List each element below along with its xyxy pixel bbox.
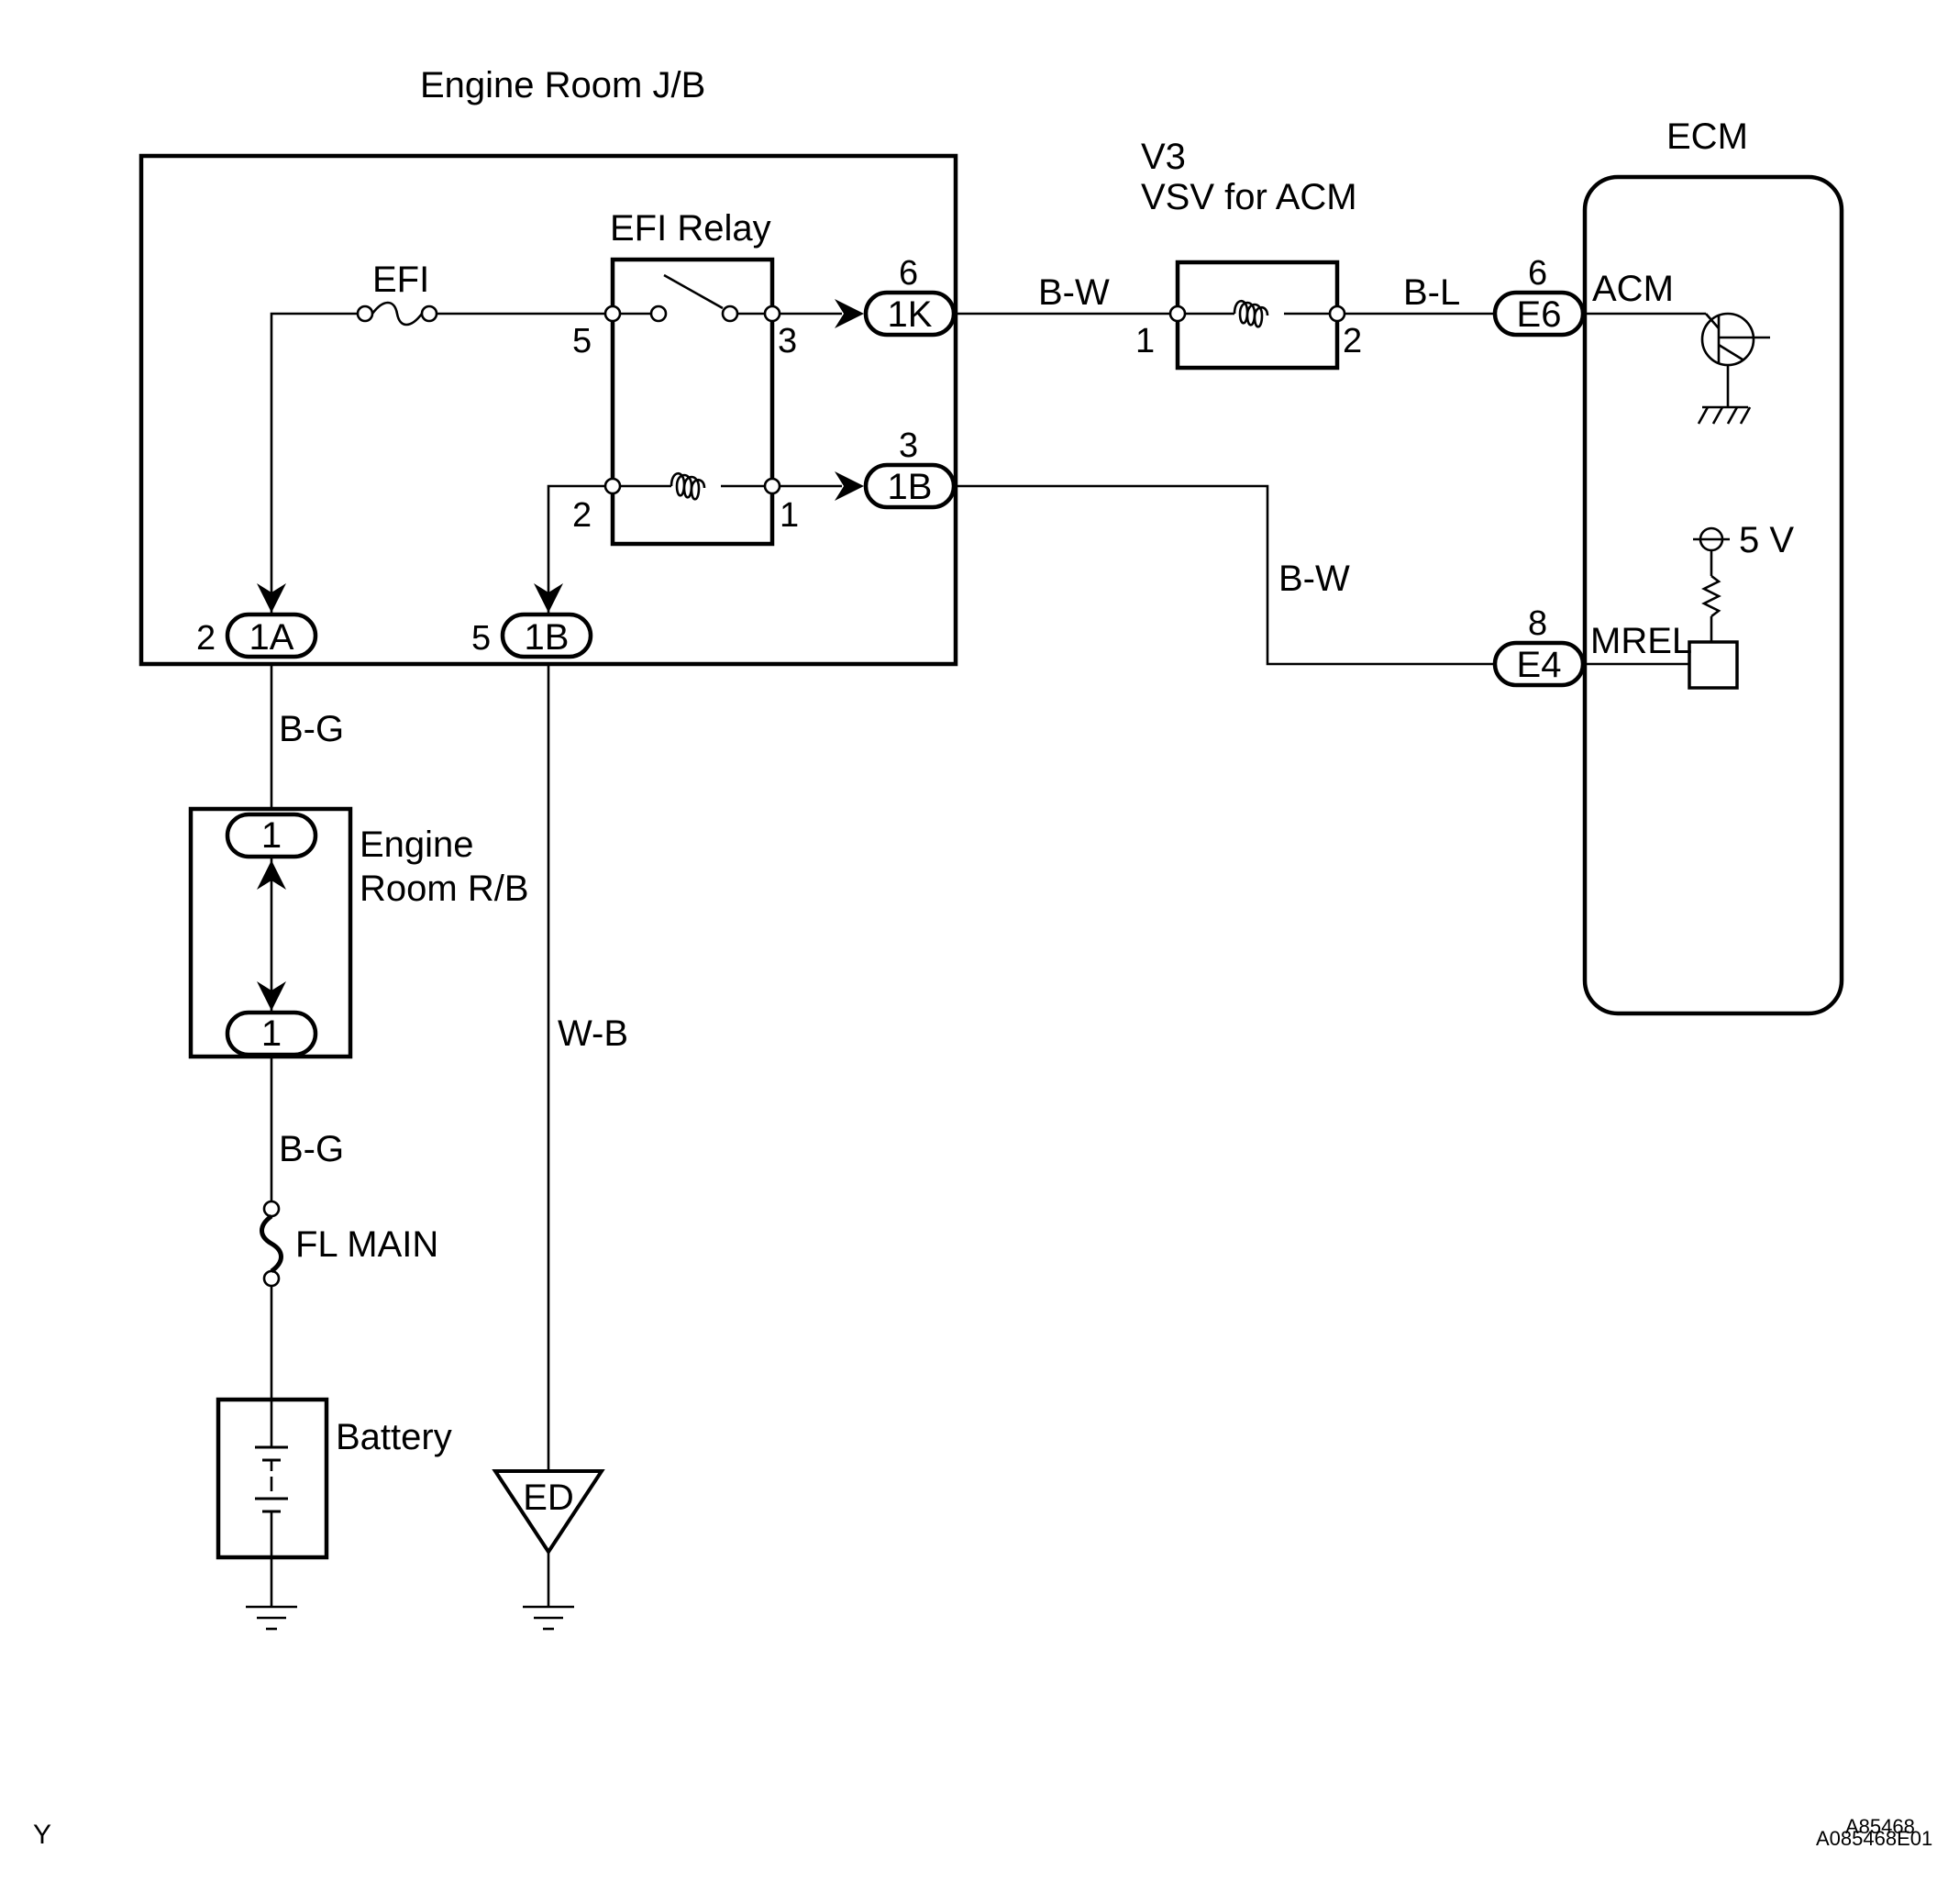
- vsv-box: [1175, 260, 1340, 371]
- fl-main-fusible-link: [253, 1200, 283, 1288]
- relay-pin-3: 3: [778, 322, 797, 360]
- connector-1b-right-pin: 3: [899, 426, 918, 465]
- efi-relay-box: [610, 257, 775, 547]
- svg-text:1: 1: [261, 815, 282, 856]
- corner-right-under: A85468: [1845, 1815, 1915, 1838]
- mrel-driver-box: [1688, 640, 1739, 690]
- vsv-coil-symbol: [1168, 299, 1346, 328]
- wire-label-bw-top: B-W: [1038, 272, 1110, 313]
- svg-text:1: 1: [261, 1013, 282, 1054]
- relay-switch-symbol: [603, 273, 781, 323]
- battery-ground-icon: [246, 1605, 297, 1631]
- connector-e6: E6: [1492, 290, 1586, 338]
- ed-ground-icon: [523, 1605, 574, 1631]
- wire-efi-fuse-line: [270, 312, 365, 629]
- connector-1b-right: 1B: [835, 462, 957, 510]
- connector-1k: 1K: [835, 290, 957, 338]
- ecm-voltage-label: 5 V: [1739, 520, 1794, 560]
- efi-relay-label: EFI Relay: [610, 208, 771, 249]
- battery-symbol: [255, 1400, 288, 1557]
- ecm-terminal-mrel: MREL: [1590, 621, 1692, 661]
- vsv-pin-2: 2: [1343, 322, 1362, 360]
- efi-fuse-symbol: [356, 301, 438, 327]
- relay-pin-5: 5: [572, 322, 592, 360]
- svg-text:1K: 1K: [888, 294, 933, 335]
- ecm-box: [1582, 174, 1844, 1016]
- connector-1k-pin: 6: [899, 254, 918, 293]
- relay-coil-symbol: [603, 471, 781, 501]
- ground-ed-label: ED: [523, 1478, 574, 1518]
- relay-pin-1: 1: [780, 496, 799, 535]
- connector-1a-pin: 2: [196, 619, 216, 658]
- engine-room-rb-label-1: Engine: [360, 825, 474, 865]
- battery-label: Battery: [336, 1417, 452, 1457]
- engine-room-rb-label-2: Room R/B: [360, 869, 529, 909]
- svg-text:E4: E4: [1517, 645, 1562, 685]
- vsv-name-label: VSV for ACM: [1141, 177, 1357, 217]
- ecm-ground-icon: [1697, 405, 1752, 425]
- connector-e4: E4: [1492, 640, 1586, 688]
- transistor-symbol: [1700, 312, 1770, 407]
- 5v-supply-symbol: [1693, 526, 1730, 642]
- wire-label-wb: W-B: [558, 1013, 628, 1054]
- rb-connector-top: 1: [225, 812, 318, 890]
- corner-right-code: A085468E01: [1816, 1827, 1932, 1850]
- rb-connector-bottom: 1: [225, 981, 318, 1057]
- connector-1b-bottom-pin: 5: [471, 619, 491, 658]
- ecm-label: ECM: [1666, 116, 1748, 157]
- svg-text:1A: 1A: [249, 617, 294, 658]
- fl-main-label: FL MAIN: [295, 1224, 438, 1265]
- wire-label-bw-right: B-W: [1278, 559, 1350, 599]
- wire-label-bg-upper: B-G: [279, 709, 344, 749]
- svg-text:1B: 1B: [888, 467, 933, 507]
- svg-text:E6: E6: [1517, 294, 1562, 335]
- svg-text:1B: 1B: [525, 617, 570, 658]
- relay-pin-2: 2: [572, 496, 592, 535]
- connector-1b-bottom: 1B: [500, 583, 593, 659]
- wire-label-bl: B-L: [1403, 272, 1460, 313]
- engine-room-jb-label: Engine Room J/B: [420, 65, 705, 105]
- ecm-terminal-acm: ACM: [1592, 269, 1674, 309]
- vsv-pin-1: 1: [1135, 322, 1155, 360]
- connector-e4-pin: 8: [1528, 604, 1547, 643]
- connector-e6-pin: 6: [1528, 254, 1547, 293]
- connector-1a: 1A: [225, 583, 318, 659]
- wire-relay-2-down: [547, 484, 613, 629]
- wire-label-bg-lower: B-G: [279, 1129, 344, 1169]
- wire-bw-right: [956, 484, 1495, 666]
- corner-left-mark: Y: [33, 1820, 51, 1850]
- ed-ground-triangle-icon: [492, 1469, 605, 1555]
- efi-fuse-label: EFI: [372, 260, 429, 300]
- vsv-id-label: V3: [1141, 137, 1186, 177]
